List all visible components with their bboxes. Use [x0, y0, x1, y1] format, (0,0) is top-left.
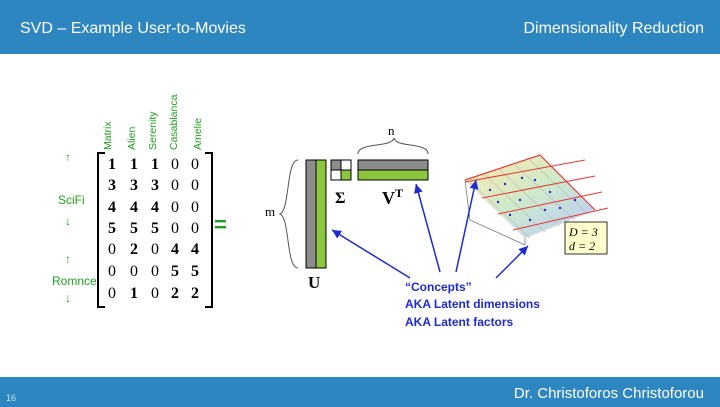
romance-up-arrow-icon: ↑	[65, 252, 71, 266]
m-brace	[278, 159, 299, 269]
matrix-cell: 2	[130, 241, 138, 258]
matrix-cell: 0	[130, 263, 138, 280]
matrix-cell: 0	[108, 285, 116, 302]
matrix-right-bracket	[205, 152, 213, 308]
arrow-to-vt	[414, 183, 441, 273]
matrix-cell: 4	[108, 199, 116, 216]
latent-space-3d-plot: D = 3 d = 2	[464, 154, 609, 255]
movie-label-serenity: Serenity	[147, 111, 159, 150]
movie-label-alien: Alien	[126, 126, 138, 150]
matrix-cell: 5	[191, 263, 199, 280]
sigma-cell-1	[330, 159, 342, 171]
annotation-latent-factors: AKA Latent factors	[405, 315, 514, 329]
matrix-cell: 1	[130, 285, 138, 302]
matrix-cell: 0	[191, 199, 199, 216]
annotation-concepts: “Concepts”	[405, 280, 472, 294]
matrix-cell: 0	[108, 263, 116, 280]
u-matrix-gray-column	[305, 159, 317, 269]
matrix-cell: 2	[171, 285, 179, 302]
matrix-cell: 1	[130, 156, 138, 173]
section-title: Dimensionality Reduction	[523, 20, 704, 37]
group-label-scifi: SciFi	[58, 193, 85, 207]
matrix-cell: 4	[171, 241, 179, 258]
matrix-cell: 0	[171, 156, 179, 173]
d-big-label: D = 3	[568, 225, 598, 239]
sigma-cell-3	[330, 169, 342, 181]
movie-label-amelie: Amelie	[192, 117, 204, 150]
u-matrix-green-column	[315, 159, 327, 269]
author-name: Dr. Christoforos Christoforou	[513, 385, 704, 402]
sigma-cell-4	[340, 169, 352, 181]
matrix-cell: 4	[130, 199, 138, 216]
annotation-latent-dimensions: AKA Latent dimensions	[405, 297, 540, 311]
matrix-cell: 0	[171, 199, 179, 216]
slide-title: SVD – Example User-to-Movies	[20, 20, 246, 37]
romance-down-arrow-icon: ↓	[65, 291, 71, 305]
movie-label-casablanca: Casablanca	[168, 94, 180, 150]
scifi-down-arrow-icon: ↓	[65, 214, 71, 228]
matrix-cell: 3	[130, 177, 138, 194]
matrix-cell: 4	[151, 199, 159, 216]
matrix-cell: 0	[108, 241, 116, 258]
vt-matrix-gray-row	[357, 159, 429, 171]
matrix-cell: 3	[108, 177, 116, 194]
matrix-cell: 0	[171, 220, 179, 237]
sigma-label: Σ	[335, 190, 345, 207]
matrix-cell: 0	[151, 241, 159, 258]
matrix-cell: 0	[151, 285, 159, 302]
vt-label: VT	[382, 186, 403, 208]
matrix-cell: 5	[151, 220, 159, 237]
page-number: 16	[6, 393, 17, 403]
matrix-cell: 1	[108, 156, 116, 173]
svd-diagram: m U Σ n VT D = 3 d = 2	[265, 123, 609, 292]
matrix-cell: 2	[191, 285, 199, 302]
n-dimension-label: n	[388, 123, 395, 138]
matrix-cell: 0	[171, 177, 179, 194]
arrow-to-u	[331, 229, 411, 279]
vt-matrix-green-row	[357, 169, 429, 181]
d-small-label: d = 2	[569, 239, 595, 253]
matrix-cell: 0	[151, 263, 159, 280]
arrow-to-plane-edge	[495, 245, 529, 279]
matrix-cell: 0	[191, 220, 199, 237]
matrix-left-bracket	[97, 152, 105, 308]
matrix-cell: 5	[130, 220, 138, 237]
scifi-up-arrow-icon: ↑	[65, 150, 71, 164]
equals-sign: =	[214, 212, 227, 237]
arrow-to-plane	[455, 179, 479, 273]
movie-label-matrix: Matrix	[102, 121, 114, 150]
matrix-cell: 4	[191, 241, 199, 258]
n-brace	[357, 137, 429, 155]
matrix-cell: 1	[151, 156, 159, 173]
header-bar: SVD – Example User-to-Movies Dimensional…	[0, 0, 720, 54]
matrix-cell: 5	[108, 220, 116, 237]
group-label-romance: Romnce	[52, 274, 97, 288]
footer-bar: 16 Dr. Christoforos Christoforou	[0, 377, 720, 407]
matrix-cell: 0	[191, 156, 199, 173]
u-label: U	[308, 273, 320, 292]
matrix-cell: 3	[151, 177, 159, 194]
matrix-cell: 5	[171, 263, 179, 280]
m-dimension-label: m	[265, 204, 275, 219]
sigma-cell-2	[340, 159, 352, 171]
matrix-cell: 0	[191, 177, 199, 194]
